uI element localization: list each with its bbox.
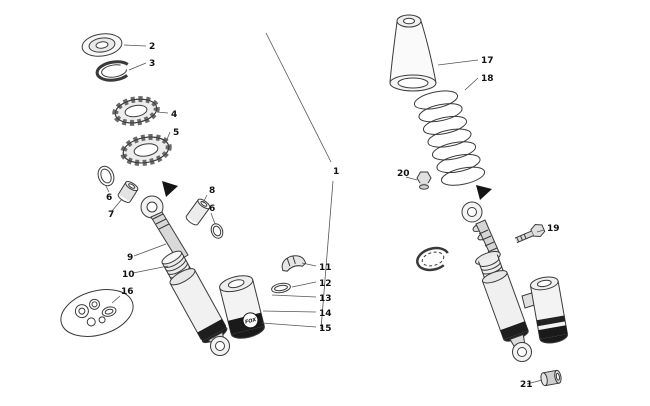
callout-label-5: 5 <box>173 128 179 138</box>
callout-label-10: 10 <box>122 270 135 280</box>
part-retaining-ring <box>416 246 450 272</box>
part-spacer <box>185 198 211 226</box>
callout-label-6: 6 <box>209 204 215 214</box>
part-adjuster-ring-upper <box>112 96 160 126</box>
callout-leader-15 <box>261 322 317 328</box>
callouts-layer: 2 3 4 5 6 7 8 6 9 10 16 11 12 13 14 15 1 17 18 20 19 21 <box>105 42 560 390</box>
part-right-shock-body <box>475 251 529 350</box>
part-shock-body <box>161 250 228 348</box>
part-adjuster-ring-lower <box>120 134 172 166</box>
callout-leader-18 <box>464 77 479 91</box>
callout-leader-9 <box>133 243 167 257</box>
part-spring-cap-washer <box>81 33 123 57</box>
part-right-shaft <box>461 201 500 257</box>
assembly-bracket-line-upper <box>265 32 332 163</box>
callout-leader-21 <box>526 379 543 385</box>
callout-leader-6 <box>105 185 110 193</box>
direction-arrow-right-icon <box>476 185 492 200</box>
callout-leader-7 <box>111 198 123 212</box>
callout-label-15: 15 <box>319 324 332 334</box>
part-plug-bolt <box>416 171 432 190</box>
part-bump-stop <box>389 14 437 92</box>
callout-leader-4 <box>156 111 169 114</box>
part-shock-shaft <box>140 195 189 262</box>
callout-label-19: 19 <box>547 224 560 234</box>
callout-label-8: 8 <box>209 186 215 196</box>
callout-label-7: 7 <box>108 210 114 220</box>
fox-logo-text: FOX <box>244 317 258 326</box>
callout-leader-12 <box>291 281 317 288</box>
callout-leader-8 <box>202 194 208 204</box>
part-clamp <box>281 255 307 272</box>
assembly-bracket-line-lower <box>320 180 334 330</box>
callout-label-20: 20 <box>397 169 410 179</box>
part-seal-kit <box>60 289 134 337</box>
callout-leader-10 <box>132 265 169 274</box>
part-bushing-upper <box>117 181 139 203</box>
callout-label-2: 2 <box>149 42 155 52</box>
callout-leader-5 <box>165 131 171 143</box>
part-o-ring-lower <box>210 223 224 239</box>
part-snap-ring <box>95 60 133 82</box>
callout-leader-11 <box>301 262 317 267</box>
callout-leader-19 <box>536 229 545 233</box>
callout-label-16: 16 <box>121 287 134 297</box>
callout-leader-13 <box>271 294 317 298</box>
callout-leader-20 <box>405 176 418 181</box>
callout-label-3: 3 <box>149 59 155 69</box>
callout-label-17: 17 <box>481 56 494 66</box>
callout-label-13: 13 <box>319 294 332 304</box>
callout-label-1: 1 <box>333 167 339 177</box>
direction-arrow-left-icon <box>162 181 178 197</box>
part-coil-spring <box>413 90 486 186</box>
callout-leader-14 <box>262 310 317 313</box>
callout-label-18: 18 <box>481 74 494 84</box>
callout-label-21: 21 <box>520 380 533 390</box>
part-o-ring-upper <box>97 165 115 187</box>
part-o-ring-reservoir <box>271 282 291 294</box>
part-lower-eyelet-left-hole <box>215 341 225 351</box>
part-reservoir-left: FOX <box>219 275 265 339</box>
callout-label-12: 12 <box>319 279 332 289</box>
part-lower-eyelet-right-hole <box>517 347 527 357</box>
part-bushing-lower <box>540 369 562 387</box>
callout-label-11: 11 <box>319 263 332 273</box>
callout-label-9: 9 <box>127 253 133 263</box>
callout-label-4: 4 <box>171 110 177 120</box>
callout-leader-17 <box>437 59 479 66</box>
part-reservoir-right <box>529 276 568 344</box>
callout-leader-6 <box>210 212 216 225</box>
callout-label-14: 14 <box>319 309 332 319</box>
callout-leader-3 <box>128 62 147 71</box>
callout-label-6: 6 <box>106 193 112 203</box>
part-mount-bolt <box>514 224 546 244</box>
callout-leader-2 <box>123 44 147 47</box>
callout-leader-16 <box>111 295 121 304</box>
